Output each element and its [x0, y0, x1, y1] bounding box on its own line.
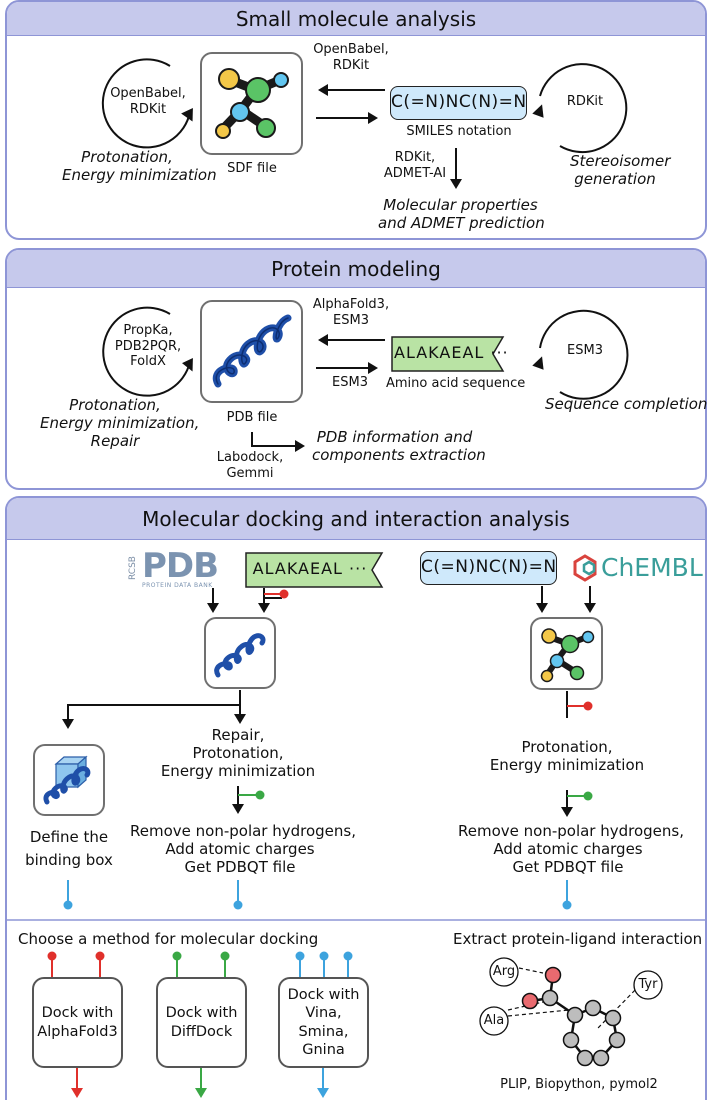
pdb-down-tools: Labodock, Gemmi — [216, 450, 284, 481]
right-cycle-tool: RDKit — [566, 94, 604, 109]
residue-arg: Arg — [492, 964, 516, 979]
protein-left-tools: PropKa, PDB2PQR, FoldX — [114, 323, 182, 370]
docking-protein-box — [204, 617, 276, 689]
ligand-pdbqt-label: Remove non-polar hydrogens, Add atomic c… — [458, 822, 684, 876]
pdb-logo: PDB — [142, 546, 219, 586]
binding-box-label: Define the binding box — [25, 828, 113, 869]
pdb-file-box — [200, 300, 303, 403]
protein-right-caption: Sequence completion — [545, 395, 708, 413]
residue-tyr: Tyr — [638, 977, 658, 992]
dock-diffdock-label: Dock with DiffDock — [165, 1004, 238, 1040]
pdb-file-label: PDB file — [226, 410, 278, 425]
dock-diffdock-box[interactable]: Dock with DiffDock — [156, 977, 247, 1068]
protein-right-tool: ESM3 — [567, 343, 603, 358]
dock-alphafold3-label: Dock with AlphaFold3 — [37, 1004, 118, 1040]
sdf-arrow-tools: OpenBabel, RDKit — [313, 42, 389, 73]
choose-method-title: Choose a method for molecular docking — [18, 930, 319, 948]
smiles-down-caption: Molecular properties and ADMET predictio… — [378, 196, 545, 232]
protein-left-caption: Protonation, Energy minimization, Repair — [40, 396, 200, 450]
rcsb-prefix: RCSB — [128, 556, 138, 580]
pdb-down-caption: PDB information and components extractio… — [312, 428, 486, 464]
dock-alphafold3-box[interactable]: Dock with AlphaFold3 — [32, 977, 123, 1068]
sequence-caption: Amino acid sequence — [386, 376, 526, 391]
interaction-title: Extract protein-ligand interaction — [453, 930, 703, 948]
pdb-arrow-bottom-tool: ESM3 — [332, 375, 368, 390]
protein-title: Protein modeling — [7, 250, 705, 288]
small-molecule-title: Small molecule analysis — [7, 2, 705, 36]
right-cycle-caption: Stereoisomer generation — [570, 152, 671, 188]
docking-ligand-box — [530, 617, 603, 690]
smiles-down-tools: RDKit, ADMET-AI — [383, 150, 447, 181]
dock-vina-label: Dock with Vina, Smina, Gnina — [287, 987, 360, 1058]
residue-ala: Ala — [483, 1013, 505, 1028]
chembl-logo-text: ChEMBL — [601, 553, 703, 582]
small-molecule-panel: Small molecule analysis — [5, 0, 707, 240]
sdf-file-label: SDF file — [227, 161, 277, 176]
pdb-logo-sub: PROTEIN DATA BANK — [142, 582, 213, 589]
left-cycle-tools: OpenBabel, RDKit — [110, 86, 186, 117]
binding-box-icon-frame — [33, 744, 105, 816]
interaction-tools: PLIP, Biopython, pymol2 — [500, 1077, 658, 1092]
docking-smiles-box: C(=N)NC(N)=N — [420, 551, 557, 585]
ligand-prep-label: Protonation, Energy minimization — [489, 738, 645, 774]
smiles-box: C(=N)NC(N)=N — [390, 86, 527, 120]
docking-title: Molecular docking and interaction analys… — [7, 498, 705, 540]
dock-vina-box[interactable]: Dock with Vina, Smina, Gnina — [278, 977, 369, 1068]
left-cycle-caption: Protonation, Energy minimization — [62, 148, 217, 184]
sdf-file-box — [200, 52, 303, 155]
sequence-banner-text: ALAKAEAL ··· — [394, 343, 509, 362]
docking-sequence-text: ALAKAEAL ··· — [252, 559, 368, 578]
protein-pdbqt-label: Remove non-polar hydrogens, Add atomic c… — [130, 822, 356, 876]
smiles-caption: SMILES notation — [406, 124, 512, 139]
pdb-arrow-top-tools: AlphaFold3, ESM3 — [312, 297, 390, 328]
protein-prep-label: Repair, Protonation, Energy minimization — [160, 726, 316, 780]
